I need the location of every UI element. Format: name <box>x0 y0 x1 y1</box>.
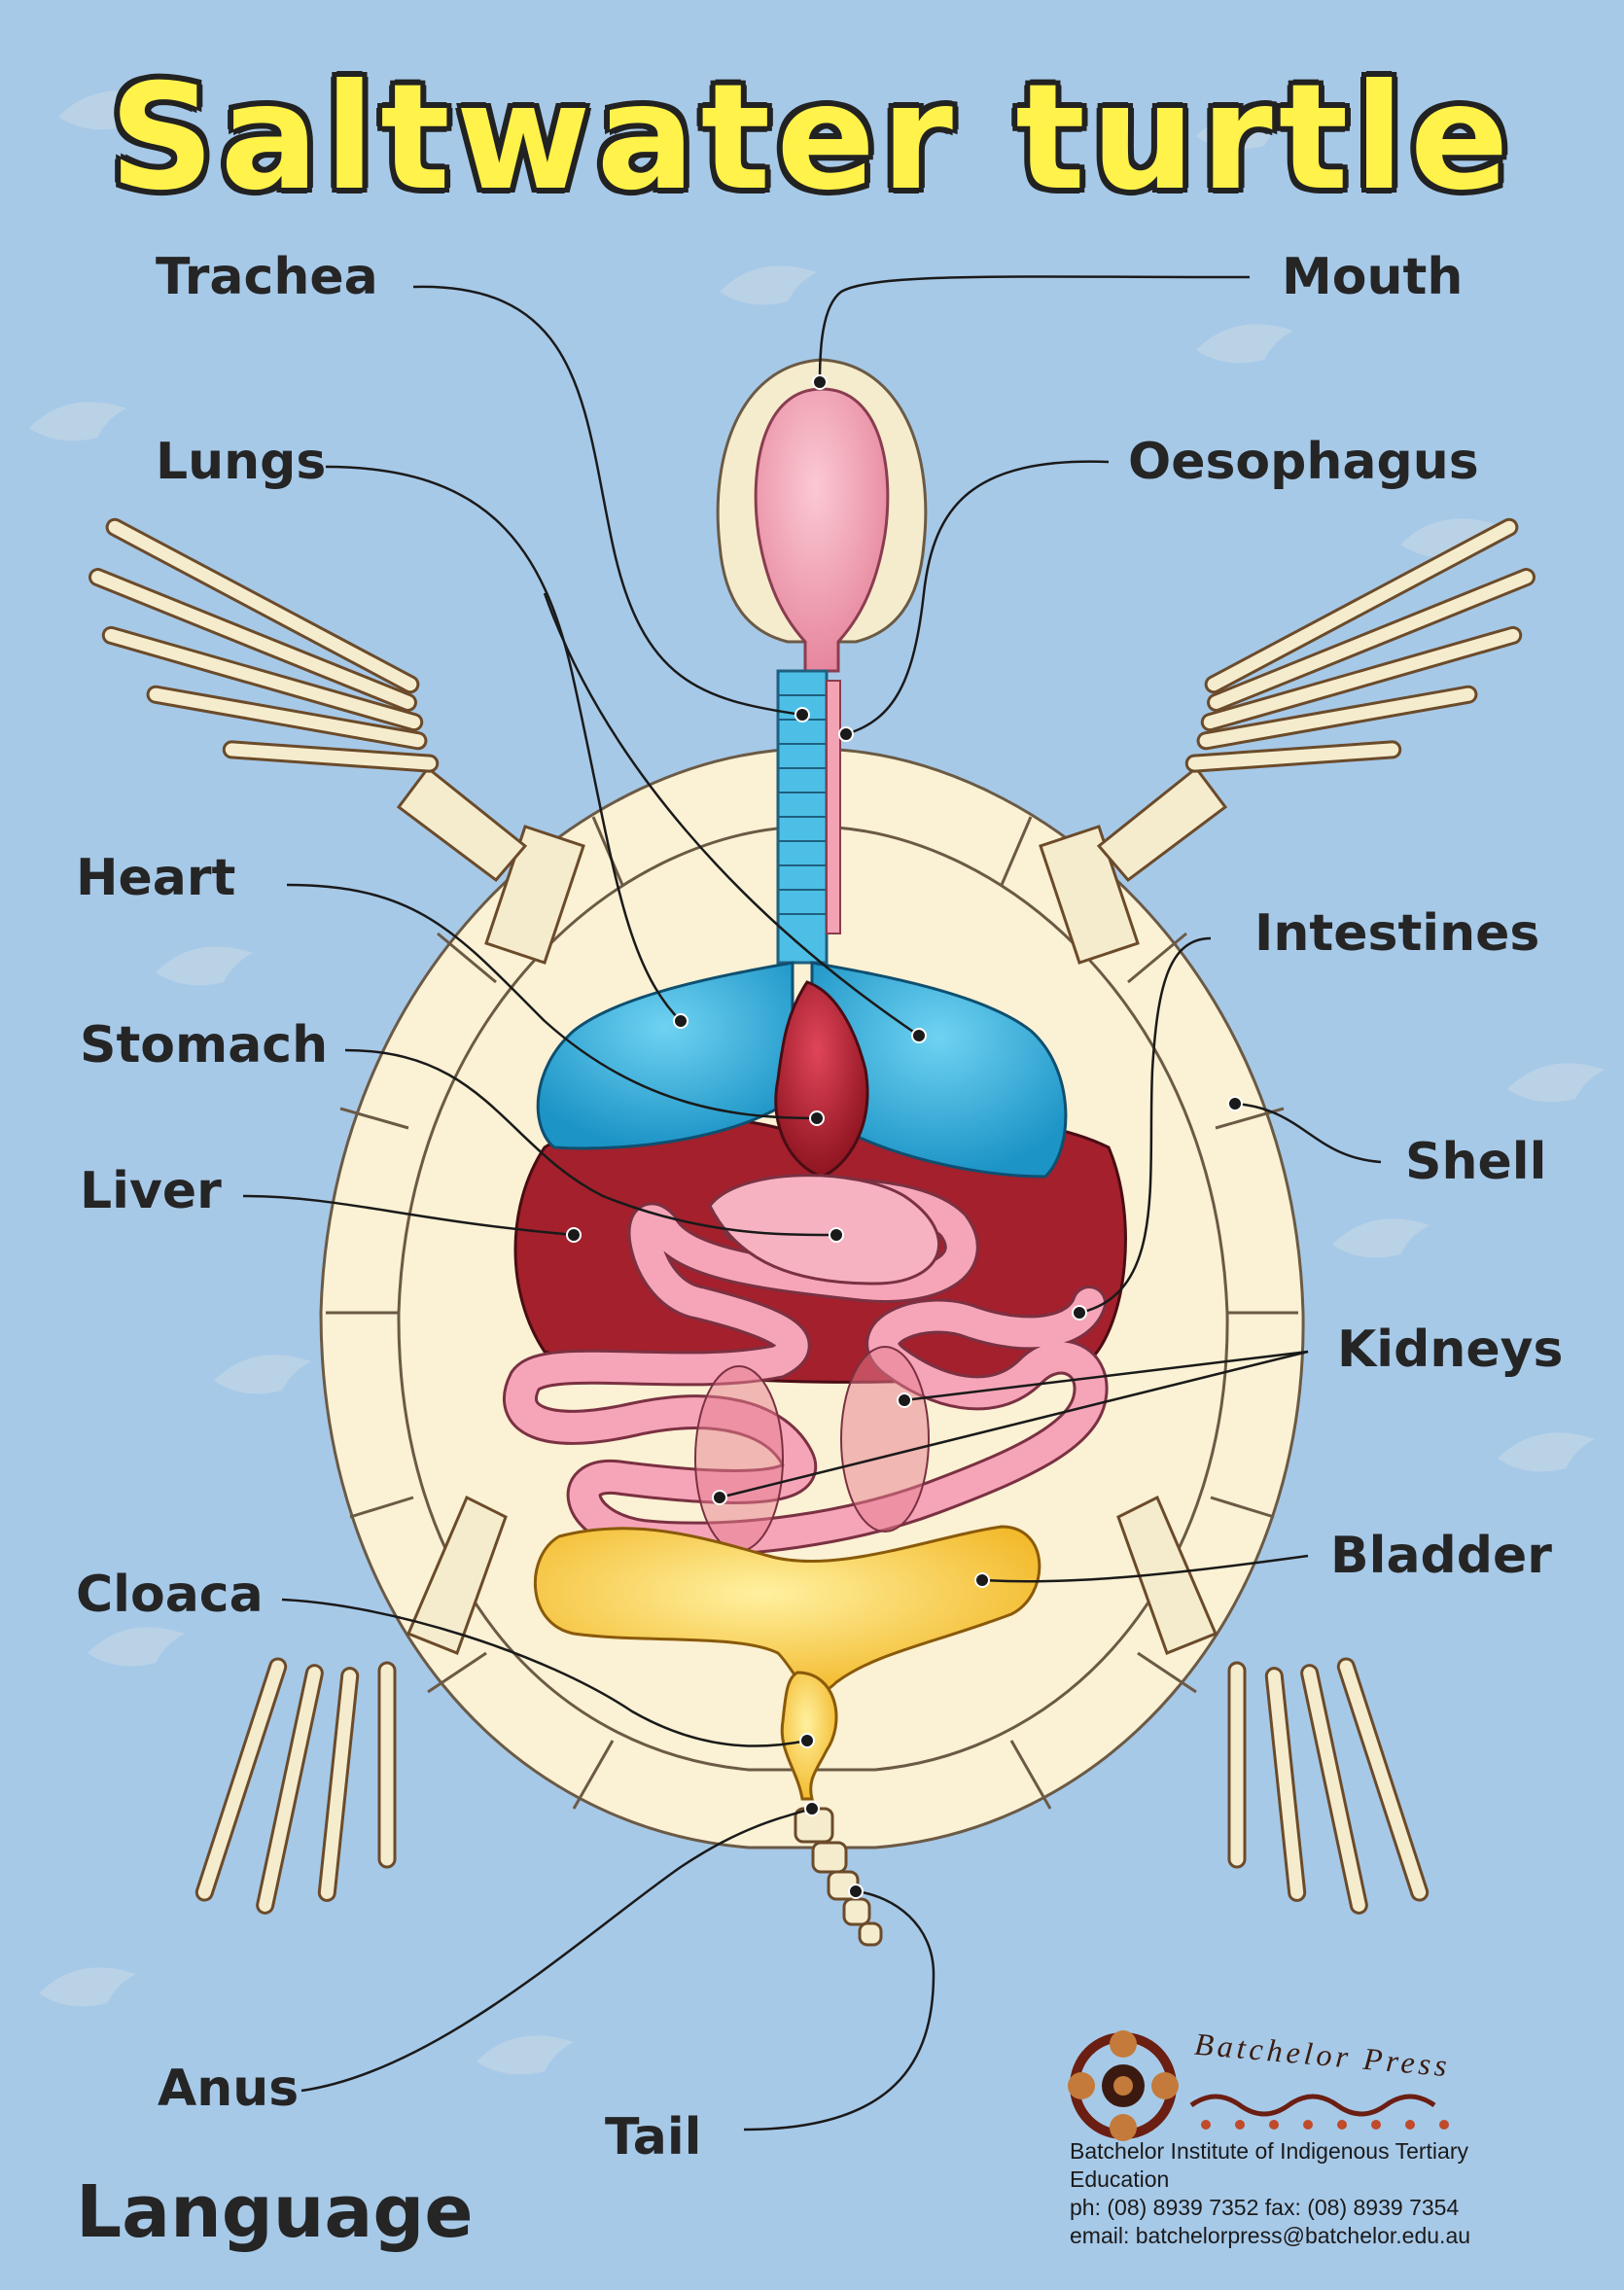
intestines <box>503 1179 1109 1557</box>
leader-heart <box>286 883 818 1120</box>
leader-trachea <box>412 285 803 717</box>
leader-mouth <box>818 275 1251 383</box>
leader-cloaca <box>281 1598 808 1747</box>
leader-kidneys-2 <box>719 1350 1309 1499</box>
institute-name: Batchelor Institute of Indigenous Tertia… <box>1070 2138 1468 2164</box>
dolphin-icon <box>88 1627 185 1667</box>
lungs <box>810 961 1068 1179</box>
label-liver: Liver <box>80 1162 222 1220</box>
dolphin-icon <box>156 946 253 986</box>
label-stomach: Stomach <box>80 1016 329 1075</box>
dolphin-icon <box>1507 1063 1605 1103</box>
label-heart: Heart <box>76 849 236 907</box>
rear-left-flipper <box>194 1495 508 1915</box>
dolphin-icon <box>39 1967 136 2007</box>
dolphin-icon <box>1332 1218 1430 1258</box>
dolphin-icon <box>1498 1432 1595 1472</box>
kidney-right <box>840 1346 930 1533</box>
phone-fax: ph: (08) 8939 7352 fax: (08) 8939 7354 <box>1070 2195 1460 2220</box>
leader-lungs-2 <box>543 592 920 1038</box>
leader-anus <box>300 1807 813 2093</box>
page-title: Saltwater turtle <box>109 53 1515 223</box>
leader-intestines <box>1078 936 1212 1315</box>
oesophagus <box>826 680 841 934</box>
batchelor-press-logo-icon <box>1068 2030 1449 2141</box>
language-label: Language <box>76 2170 474 2254</box>
head <box>716 358 928 673</box>
label-oesophagus: Oesophagus <box>1128 433 1479 491</box>
leader-stomach <box>344 1048 837 1237</box>
kidney-left <box>694 1365 784 1552</box>
leader-kidneys-1 <box>903 1350 1309 1402</box>
leader-dots <box>566 374 1243 1899</box>
label-lungs: Lungs <box>156 433 327 491</box>
label-trachea: Trachea <box>156 248 378 306</box>
leader-tail <box>743 1889 936 2131</box>
email: email: batchelorpress@batchelor.edu.au <box>1070 2223 1471 2248</box>
dolphin-icon <box>720 265 817 305</box>
dolphin-icon <box>29 402 126 441</box>
dolphin-icon <box>1196 110 1293 150</box>
leader-oesophagus <box>845 460 1110 736</box>
lungs <box>536 961 794 1150</box>
label-shell: Shell <box>1405 1133 1547 1191</box>
publisher-contact: Batchelor Institute of Indigenous Tertia… <box>1070 2137 1470 2250</box>
trachea <box>776 669 841 965</box>
rear-right-flipper <box>1116 1495 1430 1915</box>
stomach <box>708 1174 940 1286</box>
institute-name-cont: Education <box>1070 2167 1170 2192</box>
label-cloaca: Cloaca <box>76 1566 264 1624</box>
front-right-flipper <box>1039 517 1536 965</box>
leader-lungs <box>325 465 682 1022</box>
leader-liver <box>242 1194 575 1237</box>
dolphin-icon <box>214 1355 311 1394</box>
bladder <box>533 1525 1041 1695</box>
dolphin-pattern <box>29 90 1605 2075</box>
label-bladder: Bladder <box>1330 1527 1552 1585</box>
dolphin-icon <box>1196 324 1293 364</box>
front-left-flipper <box>88 517 585 965</box>
label-kidneys: Kidneys <box>1337 1321 1564 1379</box>
leader-bladder <box>981 1554 1309 1583</box>
label-anus: Anus <box>158 2060 300 2118</box>
label-tail: Tail <box>605 2108 702 2167</box>
dolphin-icon <box>477 2035 574 2075</box>
dolphin-icon <box>58 90 156 130</box>
label-mouth: Mouth <box>1282 248 1464 306</box>
label-intestines: Intestines <box>1254 904 1540 963</box>
leader-shell <box>1234 1102 1382 1164</box>
dolphin-icon <box>1400 518 1498 558</box>
leader-lines <box>242 275 1382 2131</box>
